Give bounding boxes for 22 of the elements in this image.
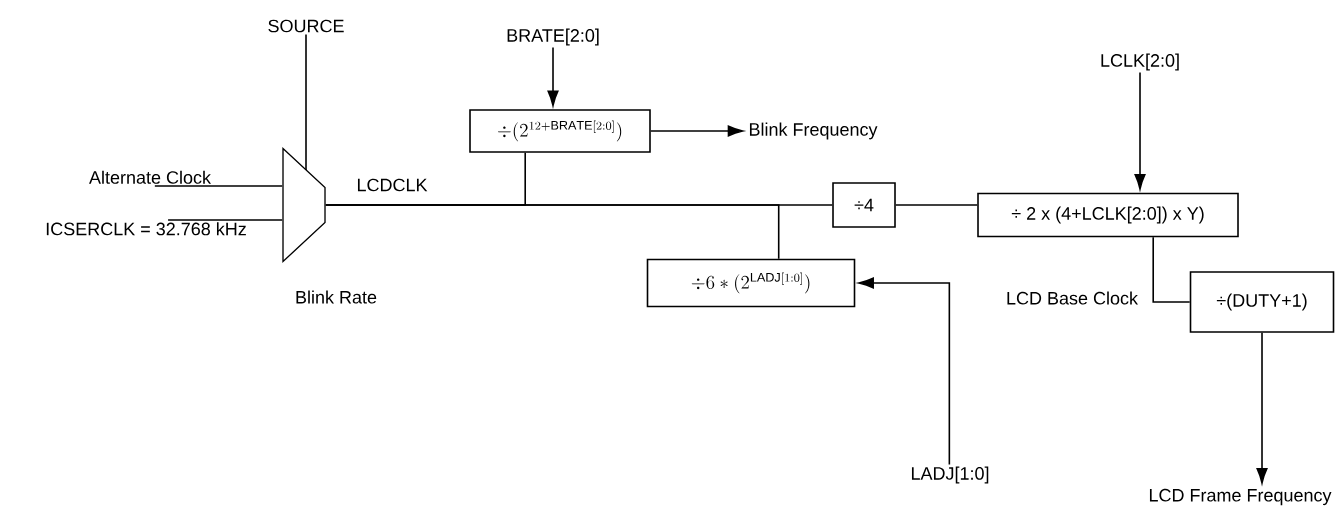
signal-label: SOURCE [268, 19, 344, 33]
connector-line [167, 219, 283, 221]
connector-line [895, 204, 978, 206]
arrow [1256, 332, 1268, 484]
signal-label: LCD Frame Frequency [1149, 488, 1332, 506]
edge-label: LCD Base Clock [1004, 290, 1140, 306]
signal-label: Blink Frequency [749, 122, 878, 140]
signal-label: LADJ[1:0] [911, 466, 989, 484]
arrow [547, 46, 559, 107]
arrow [650, 125, 744, 137]
connector-line [1152, 236, 1191, 303]
connector-line [154, 185, 283, 187]
caption-label: Blink Rate [296, 290, 377, 304]
edge-label: LCDCLK [355, 177, 429, 193]
connector-line [305, 33, 307, 171]
signal-label: BRATE[2:0] [507, 28, 599, 46]
signal-label: ICSERCLK = 32.768 kHz [46, 222, 246, 236]
signal-label: Alternate Clock [89, 170, 212, 184]
arrow [1134, 71, 1146, 190]
connector-line [325, 204, 780, 260]
signal-label: LCLK[2:0] [1101, 53, 1179, 71]
arrow [858, 277, 951, 466]
